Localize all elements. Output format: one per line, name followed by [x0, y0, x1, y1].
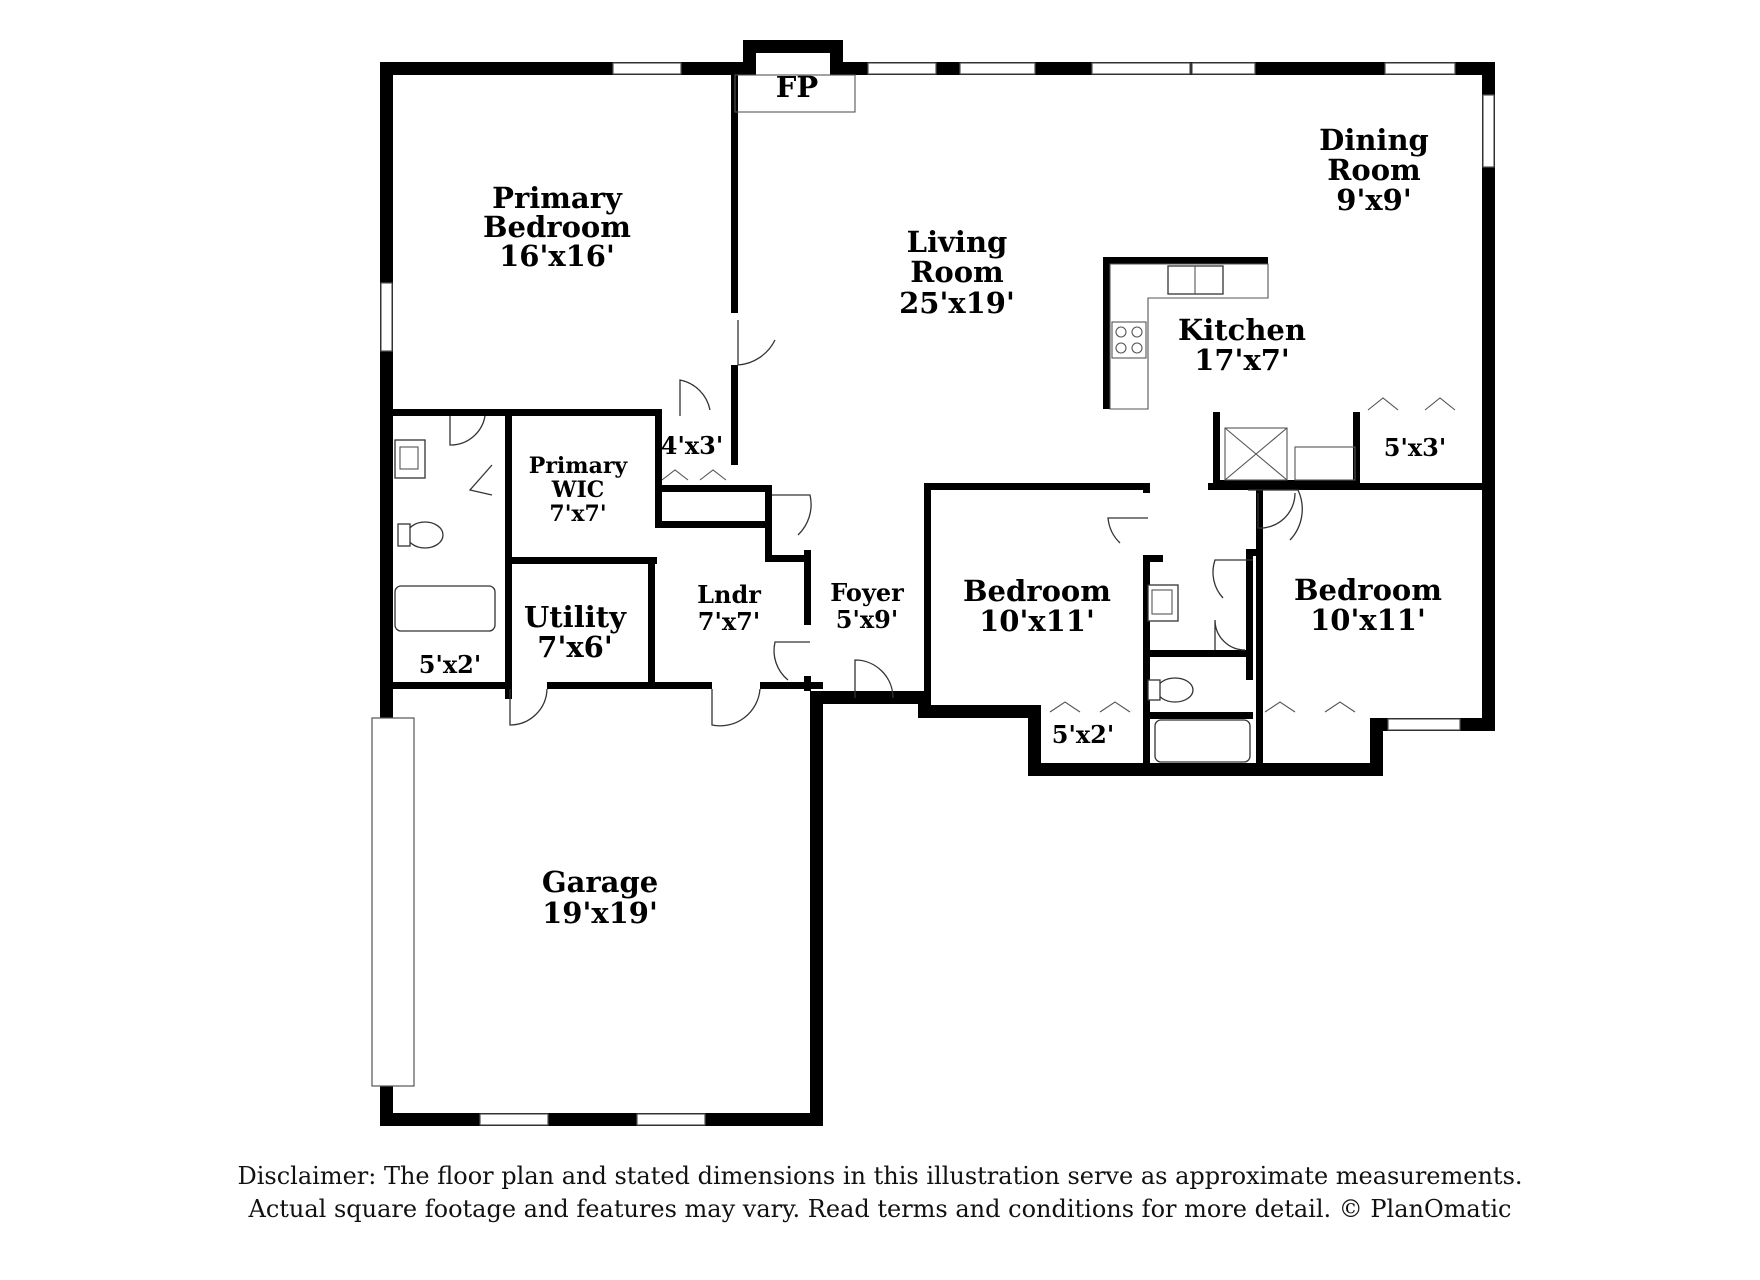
primary-wic-name-1: Primary	[529, 453, 629, 479]
kitchen-dims: 17'x7'	[1194, 343, 1290, 377]
garage-dims: 19'x19'	[542, 896, 658, 930]
garage-door	[371, 717, 415, 1087]
windows	[380, 62, 1495, 1126]
primary-wic: Primary WIC 7'x7'	[529, 453, 629, 527]
foyer-name: Foyer	[830, 578, 904, 607]
utility: Utility 7'x6'	[524, 600, 627, 664]
living-room-name-2: Room	[910, 255, 1004, 289]
dining-room-dims: 9'x9'	[1336, 183, 1411, 217]
utility-name: Utility	[524, 600, 627, 634]
kitchen: Kitchen 17'x7'	[1178, 313, 1306, 377]
pantry-closet-dims: 5'x3'	[1384, 433, 1446, 462]
foyer-dims: 5'x9'	[836, 605, 898, 634]
utility-closet-dims: 5'x2'	[419, 650, 481, 679]
primary-wic-name-2: WIC	[551, 477, 605, 503]
utility-dims: 7'x6'	[537, 630, 612, 664]
hall-closet-dims: 4'x3'	[661, 431, 723, 460]
living-room-name-1: Living	[907, 225, 1008, 259]
bedroom-left: Bedroom 10'x11'	[963, 574, 1111, 638]
laundry: Lndr 7'x7'	[697, 580, 761, 636]
refrigerator	[1224, 427, 1288, 481]
vanity-sink-hall	[1147, 584, 1179, 622]
garage: Garage 19'x19'	[542, 865, 658, 930]
bath-fixtures	[394, 439, 1251, 763]
dining-room-name-1: Dining	[1319, 123, 1429, 157]
bifold-doors	[661, 397, 1456, 713]
laundry-name: Lndr	[697, 580, 761, 609]
disclaimer-line-2: Actual square footage and features may v…	[248, 1195, 1512, 1223]
kitchen-fixtures	[1109, 263, 1288, 481]
laundry-dims: 7'x7'	[698, 607, 760, 636]
interior-walls	[393, 75, 1495, 776]
dining-room-name-2: Room	[1327, 153, 1421, 187]
cooktop	[1111, 321, 1147, 359]
bedroom-left-dims: 10'x11'	[979, 604, 1095, 638]
disclaimer-line-1: Disclaimer: The floor plan and stated di…	[237, 1162, 1523, 1190]
fireplace-hearth	[734, 74, 856, 113]
foyer: Foyer 5'x9'	[830, 578, 904, 634]
primary-bedroom-name-1: Primary	[492, 181, 623, 215]
primary-bedroom-name-2: Bedroom	[483, 210, 631, 244]
garage-name: Garage	[542, 865, 658, 899]
disclaimer: Disclaimer: The floor plan and stated di…	[0, 1160, 1760, 1226]
dining-room: Dining Room 9'x9'	[1319, 123, 1429, 217]
bedroom-left-closet-dims: 5'x2'	[1052, 720, 1114, 749]
toilet-primary	[406, 521, 444, 549]
bedroom-right-name: Bedroom	[1294, 573, 1442, 607]
bathtub-primary	[394, 585, 496, 632]
bedroom-left-name: Bedroom	[963, 574, 1111, 608]
living-room: Living Room 25'x19'	[899, 225, 1015, 320]
primary-wic-dims: 7'x7'	[549, 501, 606, 527]
primary-bedroom-dims: 16'x16'	[499, 239, 615, 273]
fireplace-label: FP	[776, 70, 819, 104]
primary-bedroom: Primary Bedroom 16'x16'	[483, 181, 631, 273]
living-room-dims: 25'x19'	[899, 286, 1015, 320]
bathtub-hall	[1154, 719, 1251, 763]
toilet-hall	[1156, 677, 1194, 703]
bedroom-right-dims: 10'x11'	[1310, 603, 1426, 637]
bedroom-right: Bedroom 10'x11'	[1294, 573, 1442, 637]
doors	[449, 320, 1303, 727]
kitchen-name: Kitchen	[1178, 313, 1306, 347]
